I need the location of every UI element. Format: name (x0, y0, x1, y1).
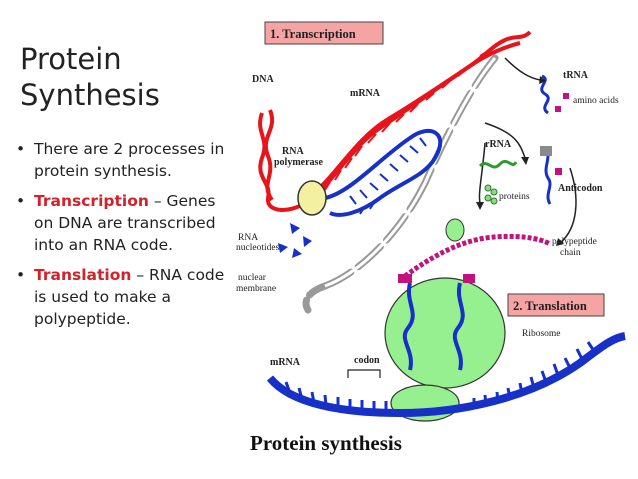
protein-synthesis-diagram: 1. Transcription (236, 21, 626, 455)
trna-in-ribosome (402, 282, 465, 371)
label-polypeptide-chain-2: chain (560, 248, 581, 258)
label-rna-nucleotides-2: nucleotides (236, 243, 280, 253)
label-amino-acids: amino acids (573, 96, 619, 106)
bullet-item-overview: There are 2 processes in protein synthes… (16, 138, 231, 182)
title-line-1: Protein (20, 42, 122, 77)
bullet-text: – Genes on DNA are transcribed into an R… (34, 192, 216, 254)
title-line-2: Synthesis (20, 78, 160, 113)
label-nuclear-membrane-2: membrane (236, 284, 276, 294)
amino-acid (563, 93, 569, 99)
label-mrna-top: mRNA (350, 88, 381, 99)
slide-title: Protein Synthesis (20, 41, 220, 113)
bullet-list: There are 2 processes in protein synthes… (16, 138, 231, 338)
ribosome (384, 277, 506, 389)
label-rna-polymerase-2: polymerase (274, 157, 323, 168)
polypeptide-chain (403, 233, 552, 279)
label-trna: tRNA (563, 70, 589, 81)
bullet-item-transcription: Transcription – Genes on DNA are transcr… (16, 190, 231, 256)
bullet-text: – RNA code is used to make a polypeptide… (34, 266, 225, 328)
label-codon: codon (354, 355, 380, 366)
rna-nucleotides (278, 223, 312, 258)
label-rrna: rRNA (485, 139, 512, 150)
bullet-term: Transcription (34, 192, 149, 210)
rna-polymerase (297, 180, 327, 216)
bullet-text: There are 2 processes in protein synthes… (34, 140, 225, 180)
label-polypeptide-chain-1: polypeptide (552, 237, 597, 247)
label-proteins: proteins (499, 192, 530, 202)
bullet-term: Translation (34, 266, 132, 284)
label-ribosome: Ribosome (522, 329, 561, 339)
trna-anticodon-molecule (544, 147, 552, 205)
label-mrna-bottom: mRNA (270, 357, 301, 368)
rrna-strand (478, 159, 518, 169)
label-anticodon: Anticodon (558, 183, 603, 194)
mrna-strand-bottom (266, 332, 626, 418)
mrna-bases (349, 137, 427, 215)
mrna-transcript (324, 128, 443, 217)
translation-step-label: 2. Translation (513, 299, 587, 313)
label-dna: DNA (252, 74, 274, 85)
mrna-codons (284, 341, 596, 412)
codon-bracket (347, 369, 381, 378)
translation-step-box (507, 293, 605, 317)
label-nuclear-membrane-1: nuclear (238, 273, 267, 283)
dna-rungs (324, 50, 489, 191)
ribosomal-proteins (484, 184, 498, 205)
label-rna-nucleotides-1: RNA (238, 233, 258, 243)
transcription-step-label: 1. Transcription (270, 27, 356, 41)
ribosome-subunit-small (445, 218, 465, 242)
diagram-title: Protein synthesis (250, 431, 402, 455)
bullet-item-translation: Translation – RNA code is used to make a… (16, 264, 231, 330)
dna-helix (258, 30, 532, 212)
label-rna-polymerase-1: RNA (282, 146, 304, 157)
transcription-step-box (264, 21, 384, 45)
process-arrows (478, 57, 577, 244)
